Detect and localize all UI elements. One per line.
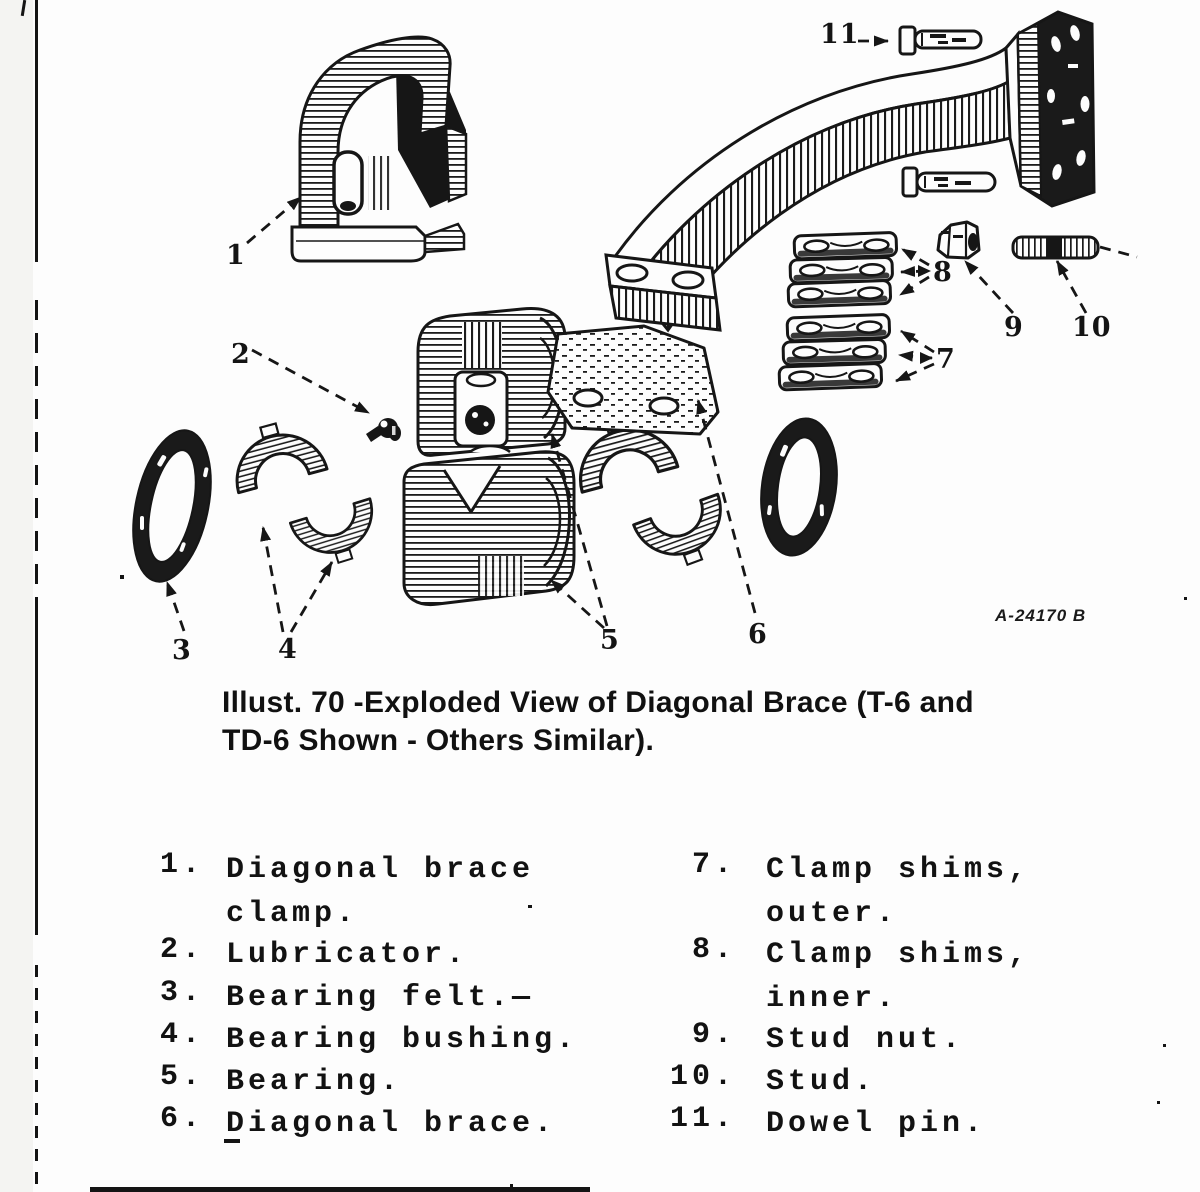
part-name: Stud nut. <box>766 1023 965 1057</box>
scan-artifact <box>1184 597 1187 600</box>
callout-7: 7 <box>936 344 956 375</box>
part-number: 8. <box>691 933 736 967</box>
scan-border-line-segment <box>35 600 38 935</box>
part-number: 10. <box>669 1060 736 1094</box>
callout-4: 4 <box>278 634 298 665</box>
part-number: 2. <box>159 933 204 967</box>
part-name: Clamp shims, outer. <box>766 853 1031 931</box>
scan-artifact <box>528 905 532 908</box>
scan-border-line-segment <box>35 0 38 262</box>
part-number: 6. <box>159 1102 204 1136</box>
part-5-bearing-drawing <box>402 307 576 607</box>
scan-artifact <box>120 575 124 579</box>
part-name: Diagonal brace. <box>226 1107 557 1141</box>
arrowhead-into-8 <box>918 265 931 277</box>
callout-arrows <box>165 35 1138 633</box>
part-9-stud-nut-drawing <box>936 220 981 260</box>
caption-line-1: Illust. 70 -Exploded View of Diagonal Br… <box>222 686 974 719</box>
part-name: Dowel pin. <box>766 1107 987 1141</box>
arrowhead-into-7 <box>920 352 933 364</box>
callout-6: 6 <box>748 619 768 650</box>
exploded-view-drawing <box>132 10 1138 633</box>
part-number: 11. <box>669 1102 736 1136</box>
part-number: 4. <box>159 1018 204 1052</box>
part-name: Diagonal brace clamp. <box>226 853 535 931</box>
part-name: Stud. <box>766 1065 877 1099</box>
callout-9: 9 <box>1004 312 1024 343</box>
part-name: Bearing bushing. <box>226 1023 579 1057</box>
part-name: Bearing. <box>226 1065 403 1099</box>
callout-11: 11 <box>820 19 860 50</box>
part-number: 3. <box>159 976 204 1010</box>
part-11-dowel-pin-drawing <box>898 25 983 56</box>
scan-artifact <box>510 1184 513 1187</box>
part-6-diagonal-brace-drawing <box>546 10 1096 436</box>
scan-artifact <box>90 1187 590 1192</box>
figure-reference-code: A-24170 B <box>995 606 1087 625</box>
part-1-diagonal-brace-clamp-drawing <box>290 35 468 263</box>
callout-8: 8 <box>933 257 953 288</box>
part-name: Lubricator. <box>226 938 469 972</box>
figure-caption: Illust. 70 -Exploded View of Diagonal Br… <box>222 684 1082 760</box>
part-name: Bearing felt.— <box>226 981 535 1015</box>
callout-10: 10 <box>1072 312 1112 343</box>
bearing-felt-ring-right-drawing <box>760 417 838 557</box>
part-3-bearing-felt-drawing <box>132 429 212 583</box>
part-number: 9. <box>691 1018 736 1052</box>
scan-artifact <box>1163 1044 1166 1047</box>
scan-artifact <box>1157 1101 1160 1104</box>
part-2-lubricator-drawing <box>366 418 401 442</box>
part-10-stud-drawing <box>1011 235 1100 260</box>
scan-border-line-segment <box>35 300 38 600</box>
callout-5: 5 <box>600 625 620 656</box>
part-number: 1. <box>159 848 204 882</box>
callout-3: 3 <box>172 635 192 666</box>
scan-border-line-segment <box>35 965 38 1192</box>
part-number: 5. <box>159 1060 204 1094</box>
callout-2: 2 <box>231 339 251 370</box>
part-number: 7. <box>691 848 736 882</box>
part-name: Clamp shims, inner. <box>766 938 1031 1016</box>
caption-line-2: TD-6 Shown - Others Similar). <box>222 724 655 757</box>
callout-1: 1 <box>226 240 246 271</box>
page-left-margin <box>0 0 33 1192</box>
scan-artifact <box>224 1139 240 1143</box>
